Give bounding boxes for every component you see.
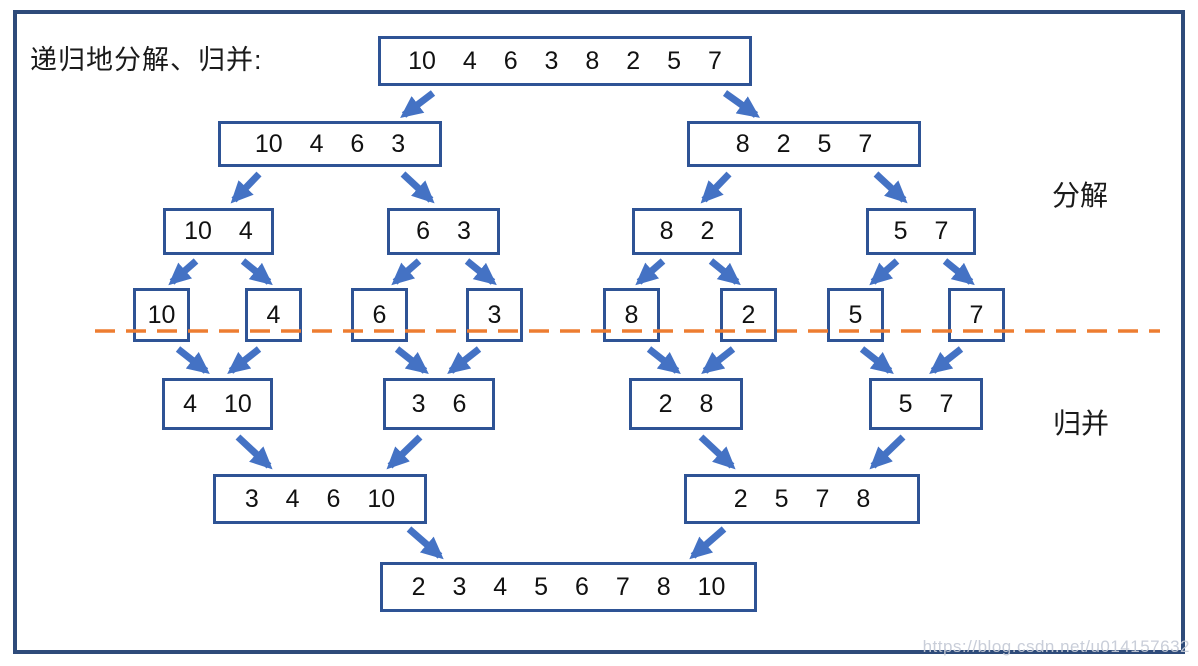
leaf-box-7: 7 <box>948 288 1005 342</box>
merge-box-3-6: 3 6 <box>383 378 495 430</box>
array-box-pair-10-4: 10 4 <box>163 208 274 255</box>
watermark-url: https://blog.csdn.net/u014157632 <box>922 637 1190 656</box>
array-box-pair-5-7: 5 7 <box>866 208 976 255</box>
merge-box-2-8: 2 8 <box>629 378 743 430</box>
stage-label-decompose: 分解 <box>1052 180 1109 211</box>
array-box-pair-6-3: 6 3 <box>387 208 500 255</box>
leaf-box-2: 2 <box>720 288 777 342</box>
merge-box-4-10: 4 10 <box>162 378 273 430</box>
array-box-right-half: 8 2 5 7 <box>687 121 921 167</box>
merge-box-5-7: 5 7 <box>869 378 983 430</box>
diagram-title: 递归地分解、归并: <box>30 45 263 75</box>
leaf-box-8: 8 <box>603 288 660 342</box>
leaf-box-3: 3 <box>466 288 523 342</box>
array-box-sorted-result: 2 3 4 5 6 7 8 10 <box>380 562 757 612</box>
leaf-box-5: 5 <box>827 288 884 342</box>
merge-box-2-5-7-8: 2 5 7 8 <box>684 474 920 524</box>
leaf-box-10: 10 <box>133 288 190 342</box>
stage-label-merge: 归并 <box>1053 408 1110 439</box>
array-box-root: 10 4 6 3 8 2 5 7 <box>378 36 752 86</box>
leaf-box-6: 6 <box>351 288 408 342</box>
array-box-pair-8-2: 8 2 <box>632 208 742 255</box>
merge-box-3-4-6-10: 3 4 6 10 <box>213 474 427 524</box>
leaf-box-4: 4 <box>245 288 302 342</box>
array-box-left-half: 10 4 6 3 <box>218 121 442 167</box>
